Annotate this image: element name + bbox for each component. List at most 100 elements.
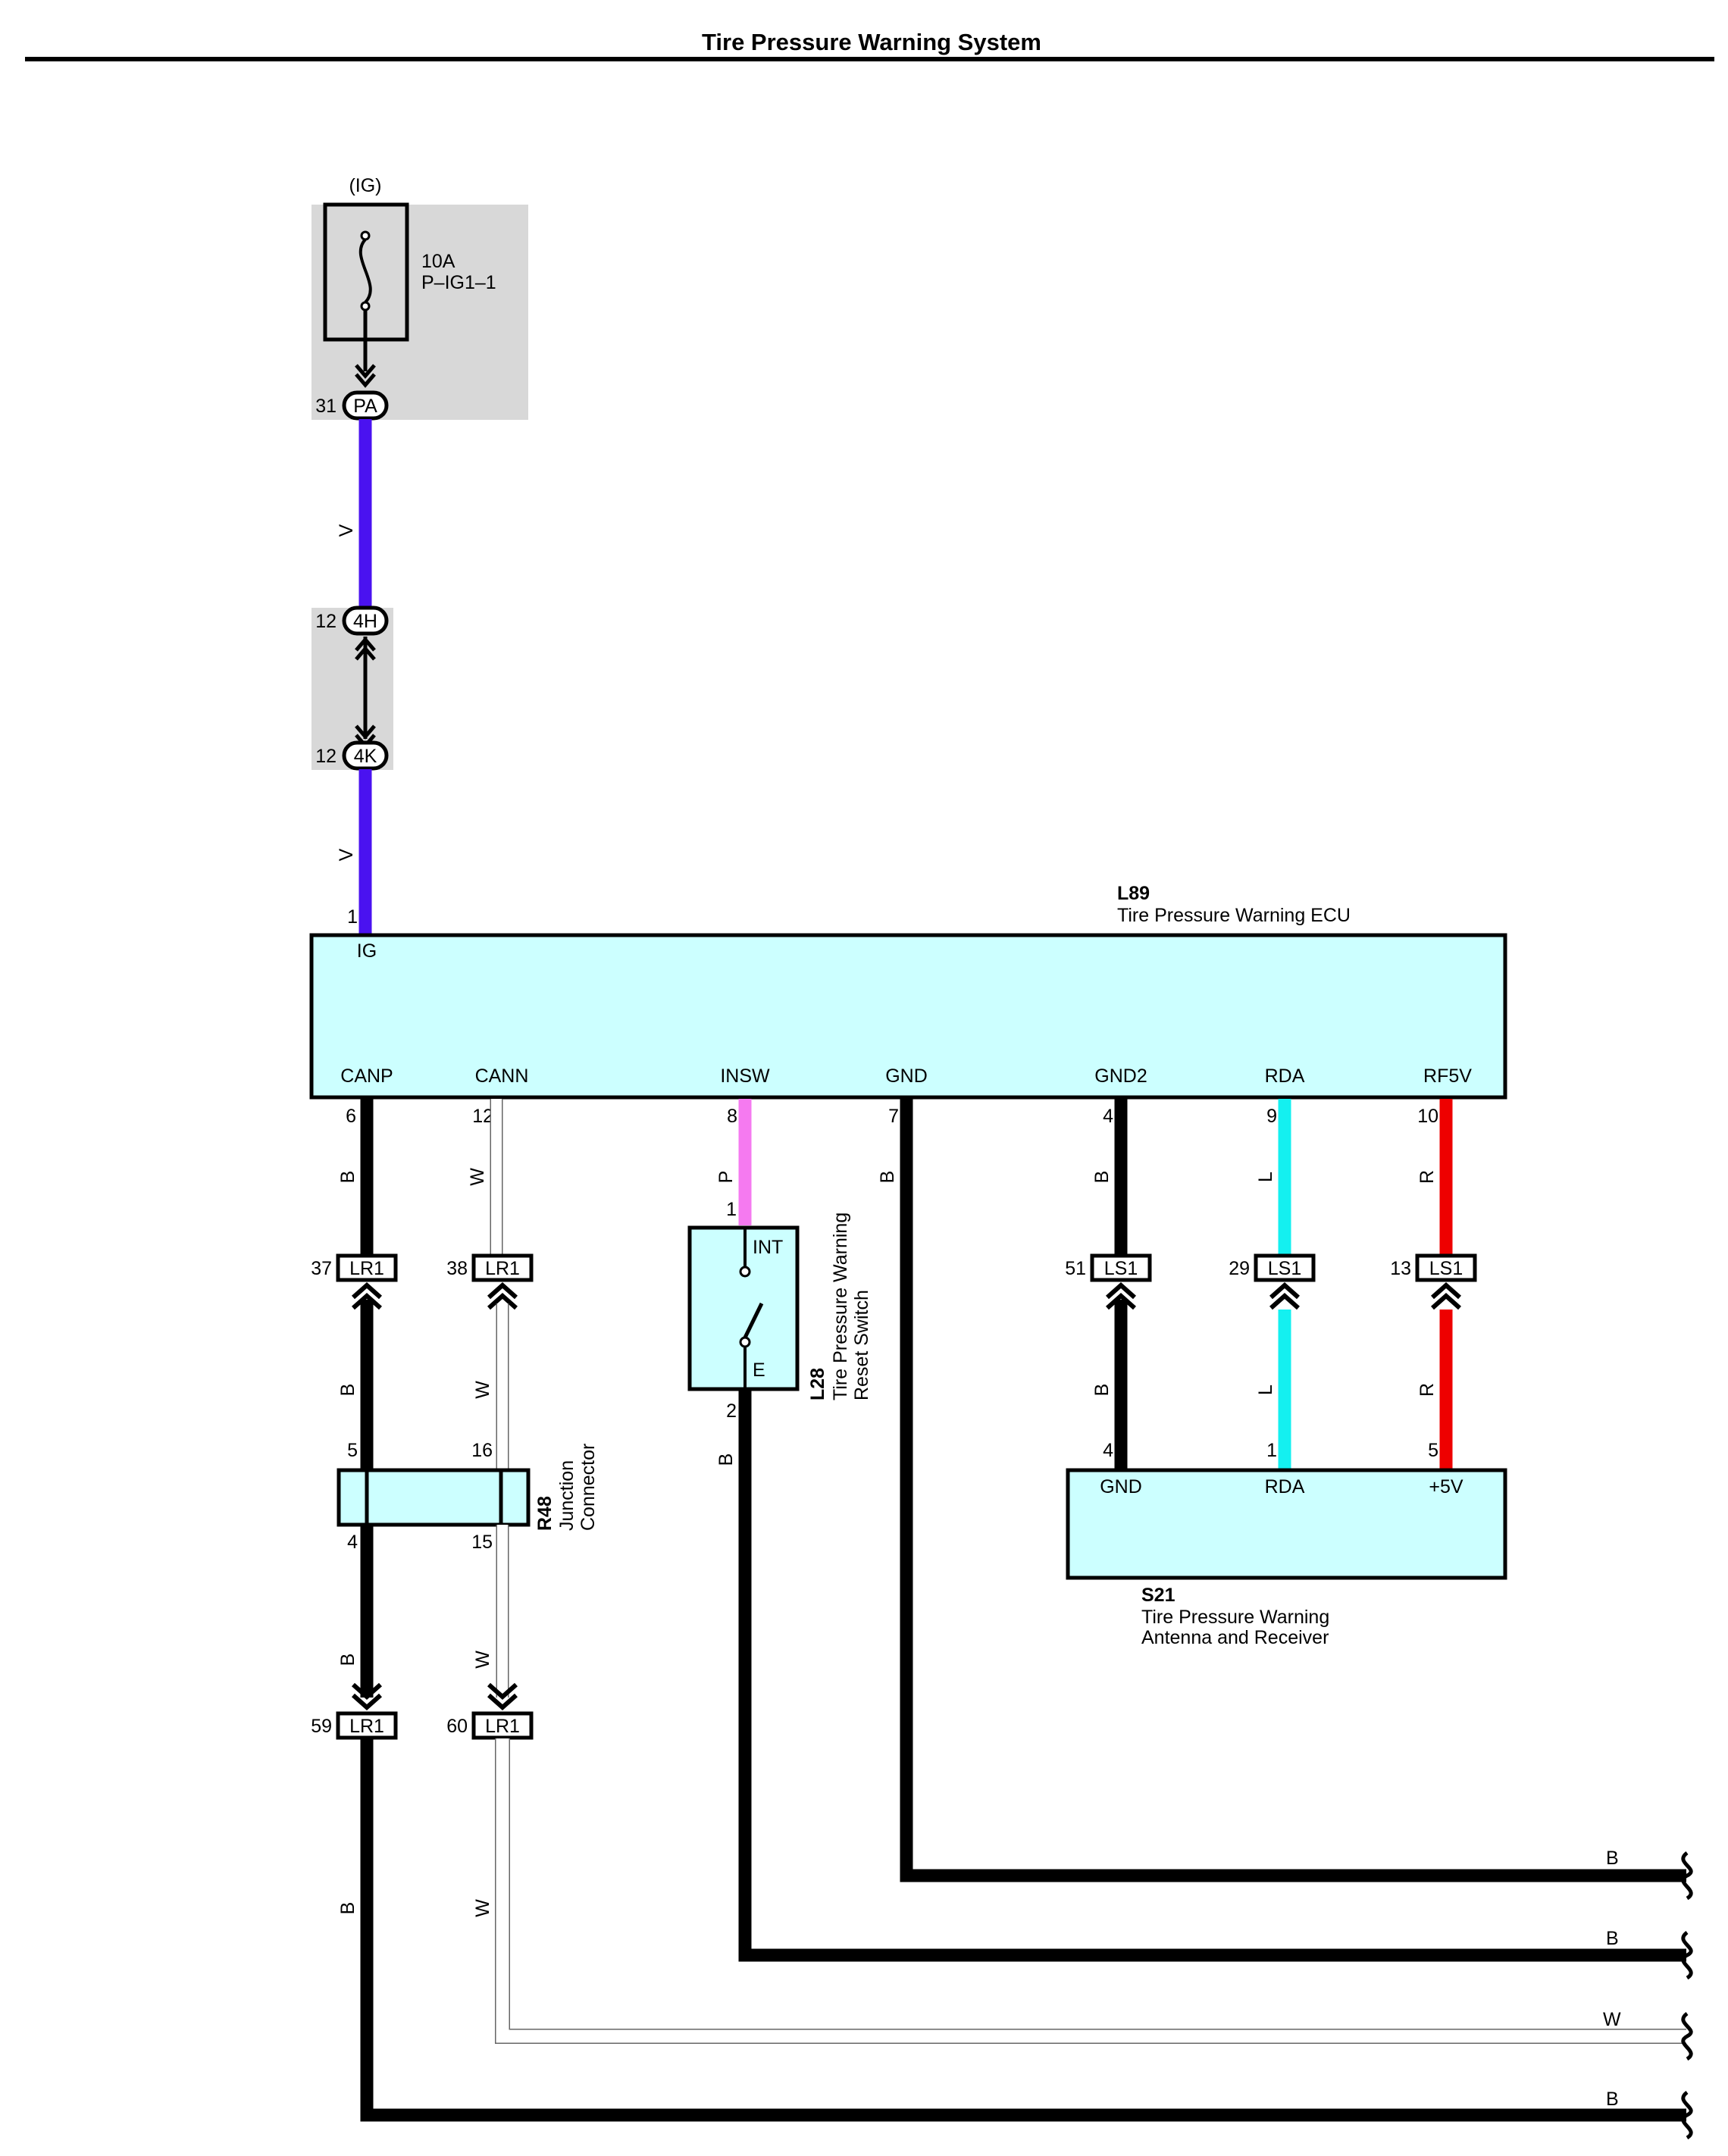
connector-lr1-59-pin: 59: [311, 1716, 332, 1737]
fuse-rating: 10A: [421, 251, 455, 272]
switch-code: L28: [807, 1368, 828, 1400]
ls1-13-arrow-icon: [1431, 1281, 1461, 1310]
pa-arrow-icon: [355, 364, 376, 388]
wire-cann-1-label: W: [467, 1168, 488, 1186]
right-label-4: B: [1606, 2089, 1619, 2110]
break-icon-2: [1681, 1930, 1693, 1980]
connector-4h-name: 4H: [353, 611, 377, 632]
connector-pa: [342, 390, 389, 421]
connector-lr1-37-name: LR1: [349, 1258, 384, 1279]
junction-pin-5: 5: [347, 1440, 358, 1461]
ecu-code: L89: [1117, 883, 1150, 904]
junction-connector-box: [337, 1468, 531, 1527]
connector-lr1-60: [471, 1711, 534, 1740]
receiver-pin-gnd-name: GND: [1100, 1476, 1142, 1497]
wire-canp-2-label: B: [337, 1384, 358, 1397]
receiver-pin-rda-num: 1: [1266, 1440, 1277, 1461]
connector-lr1-38: [471, 1253, 534, 1282]
connector-pa-name: PA: [353, 396, 377, 417]
ecu-pin-rf5v-name: RF5V: [1423, 1065, 1472, 1087]
junction-pin-4: 4: [347, 1532, 358, 1553]
junction-pin-16: 16: [471, 1440, 493, 1461]
junction-name-2: Connector: [578, 1444, 599, 1531]
connector-ls1-13-name: LS1: [1429, 1258, 1463, 1279]
ecu-pin-cann-name: CANN: [475, 1065, 529, 1087]
wire-canp-run: [360, 1738, 1686, 2122]
connector-ls1-51: [1090, 1253, 1152, 1282]
junction-code: R48: [534, 1496, 556, 1531]
wire-rda-1-label: L: [1255, 1172, 1276, 1182]
fuse-source: (IG): [349, 175, 381, 196]
wire-v-upper-label: V: [336, 524, 357, 537]
connector-pa-pin: 31: [315, 396, 337, 417]
ecu-pin-gnd2-name: GND2: [1094, 1065, 1147, 1087]
fuse-terminal-bottom: [360, 301, 371, 311]
switch-pin-bottom: 2: [726, 1400, 737, 1422]
fuse-element-icon: [358, 238, 372, 304]
wire-cann-run-label: W: [472, 1899, 493, 1917]
wire-gnd-label: B: [877, 1171, 898, 1184]
lr1-38-arrow-icon: [487, 1281, 518, 1310]
connector-ls1-13-pin: 13: [1390, 1258, 1411, 1279]
wire-gnd2-2-label: B: [1091, 1384, 1113, 1397]
switch-lever-icon: [743, 1302, 764, 1339]
receiver-name-1: Tire Pressure Warning: [1141, 1607, 1329, 1628]
receiver-pin-gnd-num: 4: [1103, 1440, 1113, 1461]
connector-lr1-38-name: LR1: [485, 1258, 520, 1279]
4h-arrow-icon: [355, 637, 376, 661]
switch-label-int: INT: [753, 1237, 783, 1258]
ecu-pin-ig-num: 1: [347, 906, 358, 928]
receiver-pin-5v-num: 5: [1428, 1440, 1438, 1461]
wire-cann-3-label: W: [472, 1651, 493, 1669]
switch-contact-top: [739, 1266, 751, 1278]
switch-name-2: Reset Switch: [851, 1290, 872, 1400]
junction-name-1: Junction: [556, 1460, 578, 1531]
right-label-1: B: [1606, 1848, 1619, 1869]
break-icon-1: [1681, 1851, 1693, 1901]
page-title: Tire Pressure Warning System: [702, 29, 1041, 55]
ecu-pin-canp-name: CANP: [340, 1065, 393, 1087]
ecu-pin-insw-num: 8: [727, 1106, 737, 1127]
right-label-3: W: [1603, 2009, 1621, 2030]
lr1-37-arrow-icon: [352, 1281, 382, 1310]
lr1-59-arrow-icon: [352, 1682, 382, 1711]
ecu-pin-rf5v-num: 10: [1417, 1106, 1438, 1127]
wire-v-lower-label: V: [336, 848, 357, 861]
fuse-shade: [311, 205, 528, 420]
connector-lr1-37-pin: 37: [311, 1258, 332, 1279]
connector-lr1-37: [336, 1253, 398, 1282]
connector-lr1-60-name: LR1: [485, 1716, 520, 1737]
fuse-terminal-top: [360, 230, 371, 241]
ecu-pin-insw-name: INSW: [720, 1065, 770, 1087]
wire-canp-run-label: B: [337, 1902, 358, 1915]
connector-ls1-51-pin: 51: [1065, 1258, 1086, 1279]
connector-lr1-38-pin: 38: [446, 1258, 468, 1279]
ls1-51-arrow-icon: [1106, 1281, 1136, 1310]
connector-4k: [342, 740, 389, 771]
connector-4h: [342, 605, 389, 636]
connector-ls1-29: [1254, 1253, 1316, 1282]
wire-canp-3-label: B: [337, 1654, 358, 1666]
connector-4h-pin: 12: [315, 611, 337, 632]
ecu-pin-ig-name: IG: [357, 940, 377, 962]
ecu-pin-canp-num: 6: [346, 1106, 356, 1127]
connector-4k-pin: 12: [315, 746, 337, 767]
connector-lr1-59: [336, 1711, 398, 1740]
connector-ls1-51-name: LS1: [1104, 1258, 1138, 1279]
receiver-pin-rda-name: RDA: [1265, 1476, 1305, 1497]
wire-cann-run: [496, 1738, 1686, 2043]
switch-pin-top: 1: [726, 1199, 737, 1220]
ecu-pin-cann-num: 12: [472, 1106, 493, 1127]
connector-ls1-29-pin: 29: [1229, 1258, 1250, 1279]
connector-4k-name: 4K: [354, 746, 377, 767]
wire-cann-2-label: W: [472, 1381, 493, 1399]
wire-rda-2-label: L: [1255, 1385, 1276, 1395]
connector-ls1-13: [1415, 1253, 1477, 1282]
ls1-29-arrow-icon: [1269, 1281, 1300, 1310]
ecu-pin-rda-num: 9: [1266, 1106, 1277, 1127]
switch-label-e: E: [753, 1360, 765, 1381]
fuse-name: P–IG1–1: [421, 272, 496, 293]
wire-gnd-run: [900, 1099, 1686, 1882]
receiver-pin-5v-name: +5V: [1429, 1476, 1463, 1497]
ecu-pin-gnd-name: GND: [885, 1065, 928, 1087]
